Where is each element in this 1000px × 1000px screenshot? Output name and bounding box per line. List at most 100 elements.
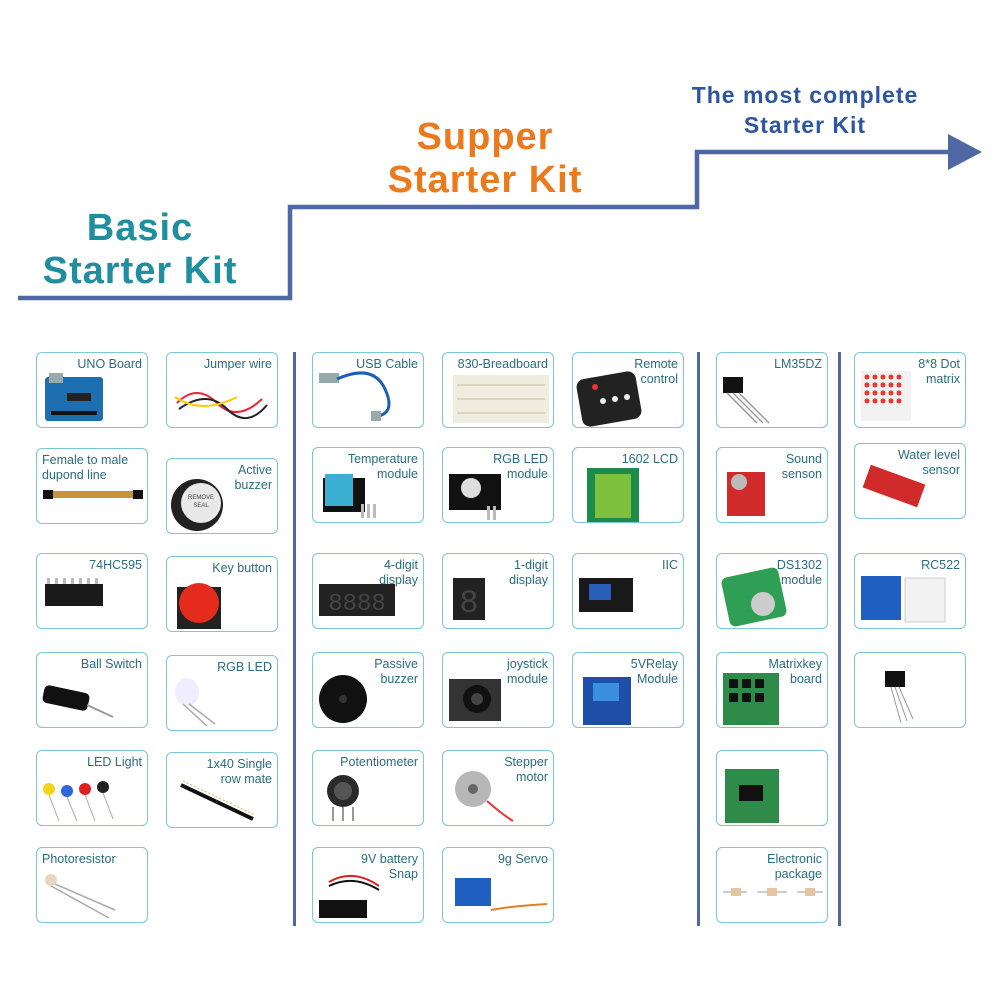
component-label-line: Sound [785, 452, 822, 466]
component-card-iic-adapter: IIC [572, 553, 684, 629]
component-label-line: joystick [507, 657, 548, 671]
component-card-jumper-wire: Jumper wire [166, 352, 278, 428]
component-label: 74HC595 [42, 558, 142, 573]
rfid-icon [861, 576, 946, 623]
component-label-line: 74HC595 [89, 558, 142, 572]
component-label-line: package [774, 867, 822, 881]
staircase-arrow [18, 134, 982, 301]
component-label: 1602 LCD [578, 452, 678, 467]
ic-chip-icon [45, 578, 103, 606]
component-card-photoresistor: Photoresistor [36, 847, 148, 923]
component-label: LED Light [42, 755, 142, 770]
component-label: UNO Board [42, 357, 142, 372]
svg-text:SEAL: SEAL [193, 503, 209, 509]
battery-snap-icon [319, 875, 380, 918]
rgb-led-module-icon [449, 474, 501, 520]
component-card-push-button: Key button [166, 556, 278, 632]
component-label-line: UNO Board [77, 357, 142, 371]
led-icon [43, 781, 114, 822]
usb-cable-icon [319, 371, 391, 421]
component-label-line: Potentiometer [340, 755, 418, 769]
ir-receiver-icon [885, 671, 914, 724]
component-label-line: Matrixkey [768, 657, 822, 671]
component-label-line: Ball Switch [80, 657, 142, 671]
component-label: Photoresistor [42, 852, 142, 867]
component-card-stepper-driver [716, 750, 828, 826]
component-label-line: Module [637, 672, 678, 686]
component-label-line: dupond line [42, 468, 107, 482]
sound-sensor-icon [727, 472, 765, 516]
svg-text:8888: 8888 [328, 591, 386, 618]
section-divider-supper-complete [697, 352, 700, 926]
component-label-line: 1602 LCD [621, 452, 678, 466]
component-label-line: Electronic [767, 852, 822, 866]
component-label-line: RGB LED [493, 452, 548, 466]
component-card-usb-cable: USB Cable [312, 352, 424, 428]
basic-kit-heading-line2: Starter Kit [42, 249, 238, 292]
component-label: 9g Servo [448, 852, 548, 867]
component-label-line: board [790, 672, 822, 686]
component-card-breadboard: 830-Breadboard [442, 352, 554, 428]
component-label-line: module [781, 573, 822, 587]
complete-kit-heading: The most complete Starter Kit [660, 81, 950, 141]
component-card-tilt-switch: Ball Switch [36, 652, 148, 728]
component-label-line: module [507, 467, 548, 481]
component-label-line: DS1302 [776, 558, 822, 572]
servo-icon [455, 878, 548, 911]
pin-header-icon [180, 780, 256, 821]
breadboard-icon [453, 375, 549, 423]
component-label: LM35DZ [722, 357, 822, 372]
push-button-icon [177, 583, 221, 629]
dot-matrix-icon [861, 371, 911, 421]
resistors-icon [723, 888, 823, 896]
complete-kit-heading-line2: Starter Kit [743, 111, 867, 138]
component-label: Potentiometer [318, 755, 418, 770]
component-label-line: Jumper wire [203, 357, 272, 371]
component-label-line: IIC [662, 558, 678, 572]
component-label: Key button [172, 561, 272, 576]
joystick-icon [449, 679, 501, 721]
component-label-line: 9V battery [361, 852, 418, 866]
component-label-line: Female to male [42, 453, 129, 467]
component-label-line: motor [516, 770, 548, 784]
component-label-line: 8*8 Dot [918, 357, 960, 371]
arduino-board-icon [45, 373, 103, 421]
component-label-line: Remote [634, 357, 678, 371]
component-label-line: Temperature [347, 452, 418, 466]
component-label-line: Key button [212, 561, 272, 575]
lcd-icon [587, 468, 639, 522]
component-label: 830-Breadboard [448, 357, 548, 372]
transistor-icon [723, 377, 770, 424]
stepper-driver-icon [725, 769, 779, 823]
supper-kit-heading: Supper Starter Kit [365, 116, 605, 201]
supper-kit-heading-line2: Starter Kit [387, 158, 583, 201]
component-label-line: Active [237, 463, 272, 477]
component-label-line: USB Cable [356, 357, 418, 371]
complete-kit-heading-line1: The most complete [691, 82, 919, 108]
component-card-rgb-led: RGB LED [166, 655, 278, 731]
component-card-servo: 9g Servo [442, 847, 554, 923]
component-label-line: LM35DZ [774, 357, 822, 371]
